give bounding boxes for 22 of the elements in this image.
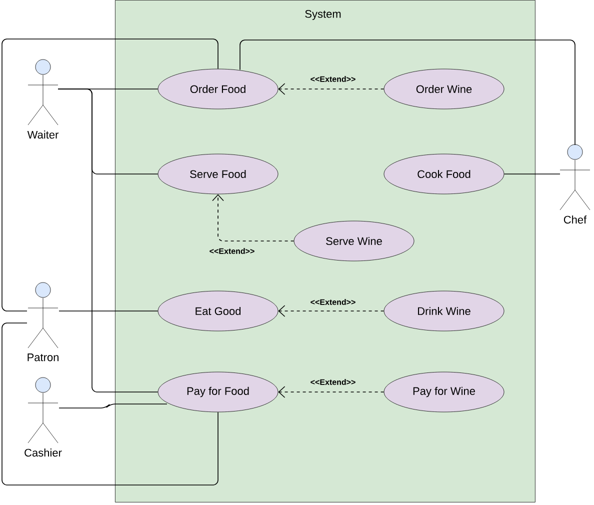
association-line: [58, 88, 158, 392]
actor-figure: Waiter: [27, 59, 58, 139]
actor-figure: Cashier: [24, 377, 62, 457]
extend-arrow: [212, 194, 294, 242]
association-line: [2, 322, 218, 486]
association-line: [240, 40, 576, 146]
node-label: Patron: [28, 354, 58, 362]
edge-label: <<Extend>>: [309, 298, 357, 306]
node-label: Waiter: [27, 130, 59, 139]
association-line: [58, 310, 158, 312]
association-line: [2, 38, 218, 312]
edge-label: <<Extend>>: [309, 378, 357, 386]
node-label: Cashier: [24, 448, 62, 457]
edge-label: <<Extend>>: [309, 75, 357, 83]
extend-arrow: [278, 83, 384, 95]
actor-figure: Chef: [560, 144, 590, 224]
node-label: Chef: [564, 216, 587, 224]
extend-arrow: [278, 386, 384, 398]
actor-figure: Patron: [28, 282, 58, 362]
association-line: [58, 404, 168, 408]
extend-arrow: [278, 305, 384, 317]
edge-label: <<Extend>>: [208, 247, 256, 255]
